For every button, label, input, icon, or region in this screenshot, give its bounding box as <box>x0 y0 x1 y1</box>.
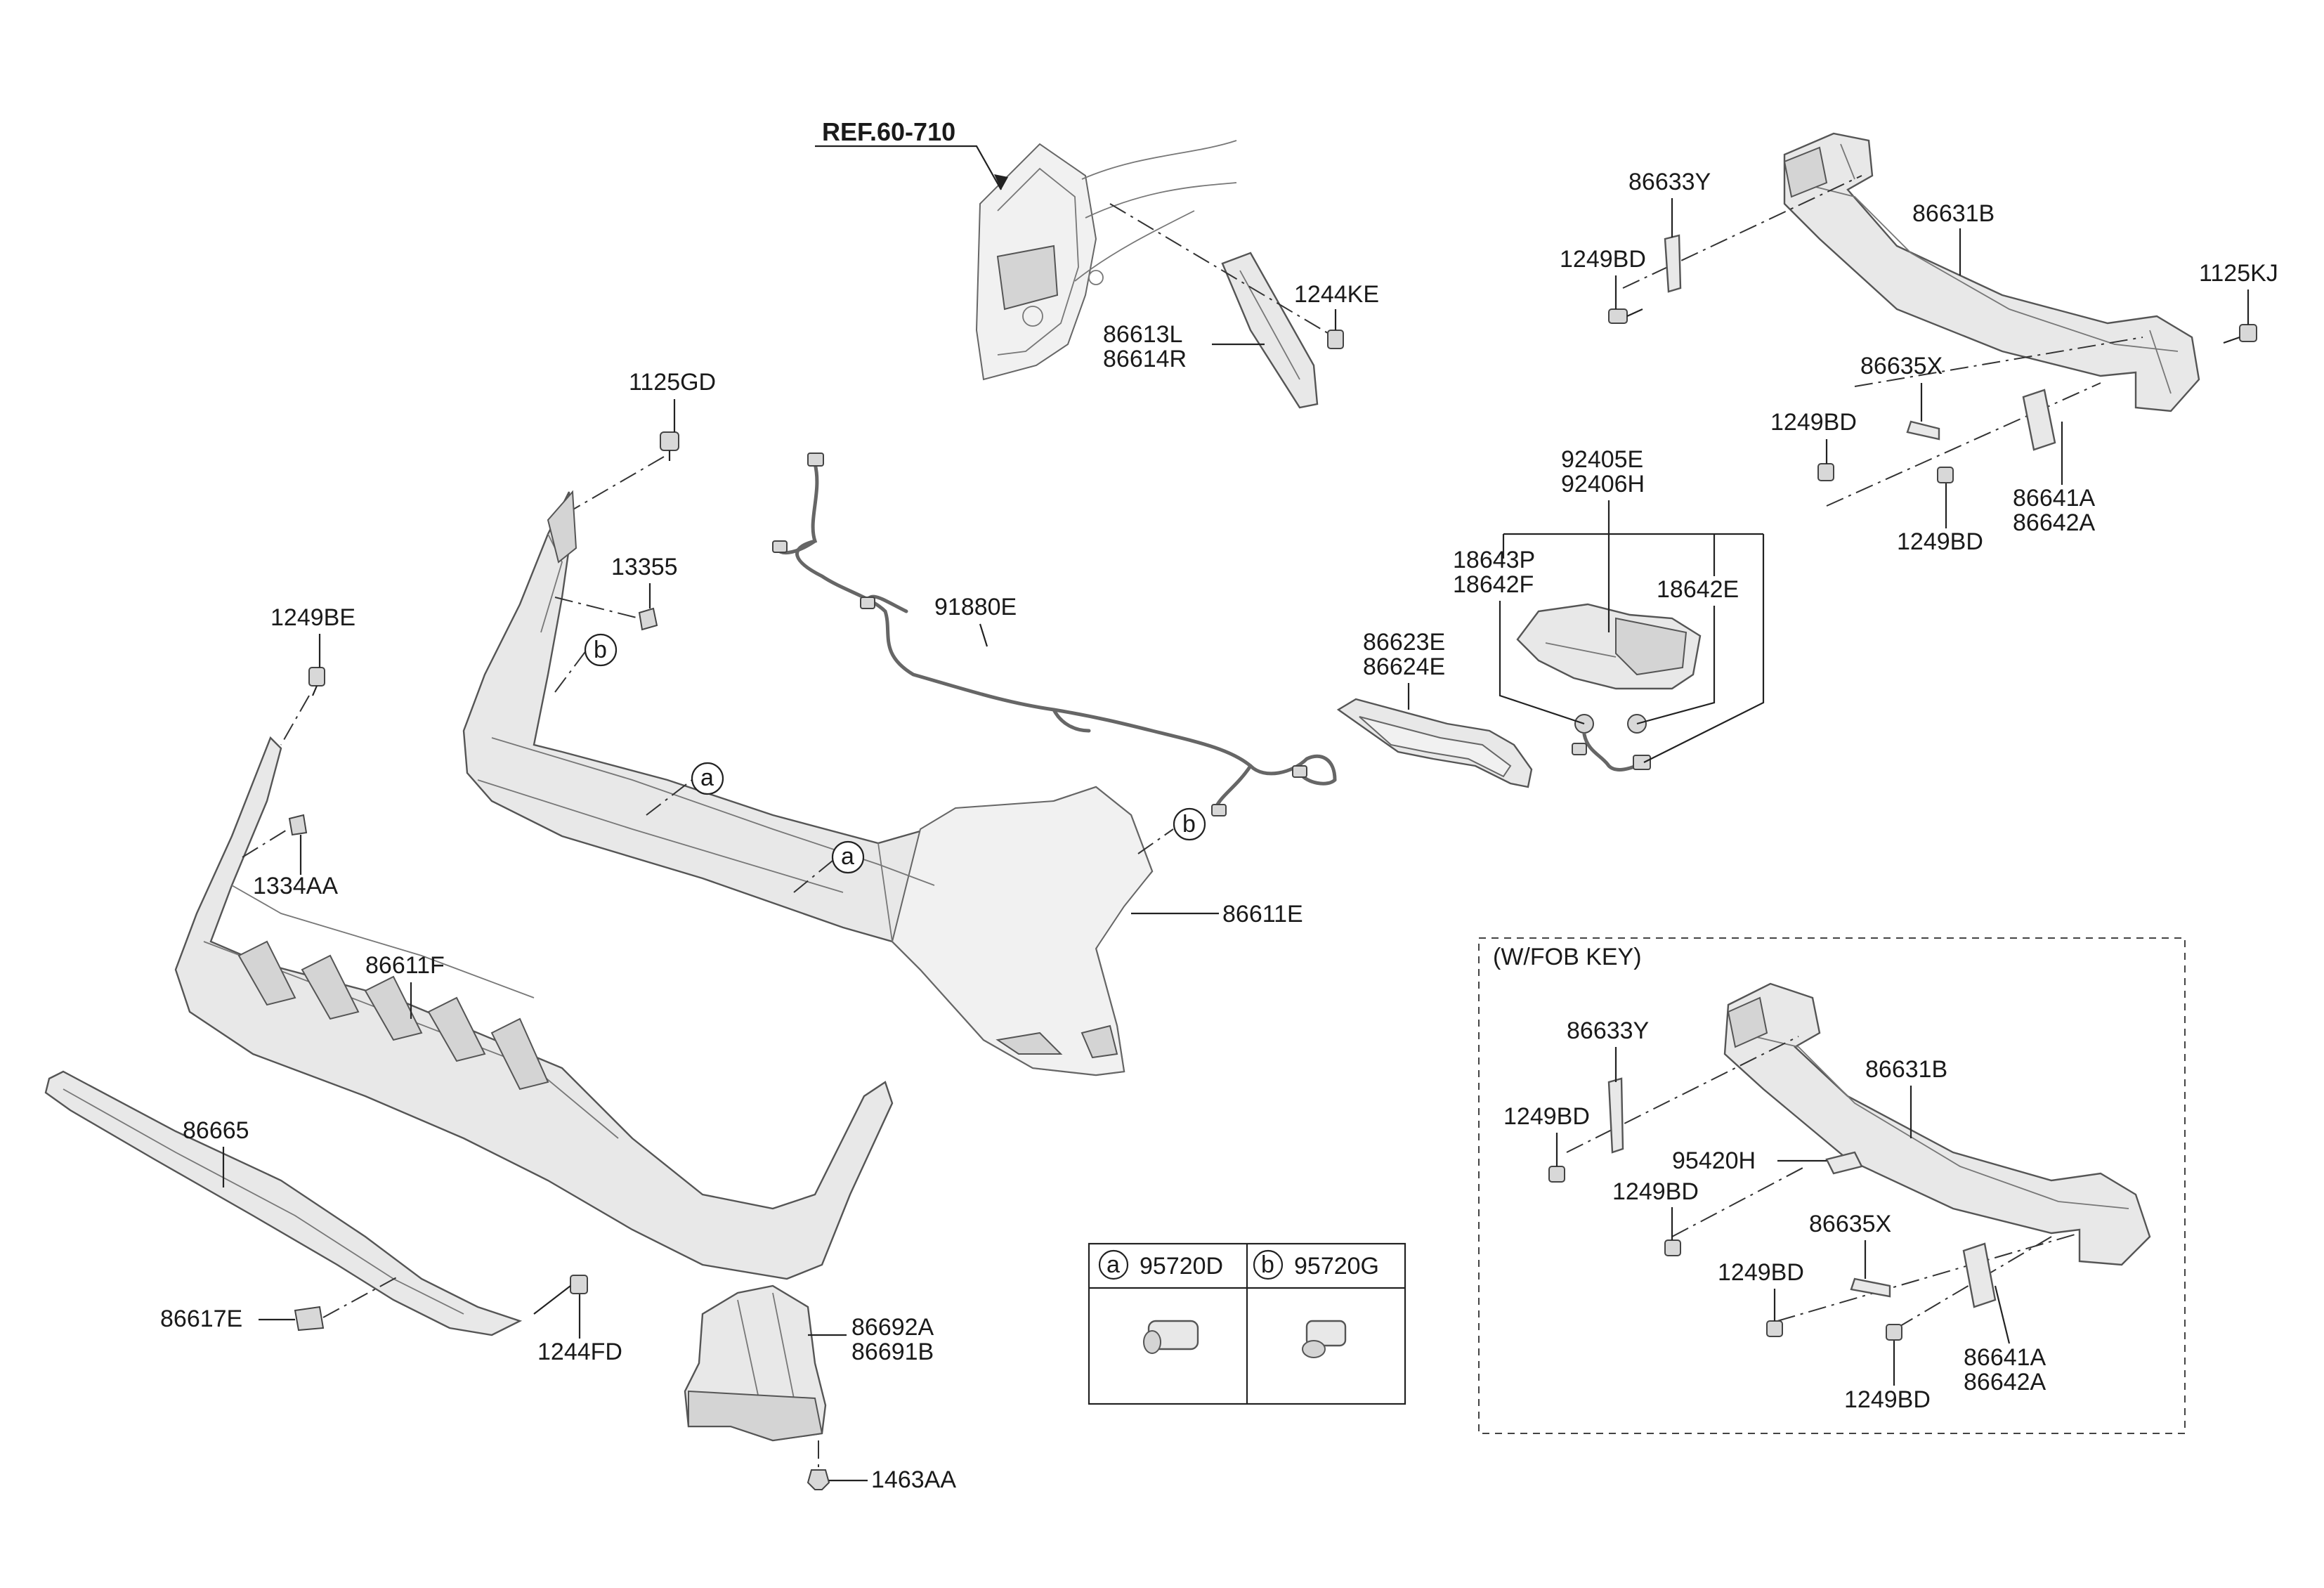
label-86631B-fob: 86631B <box>1865 1056 1947 1083</box>
bracket-86641A-top <box>2022 389 2056 451</box>
ref-body-panel <box>975 140 1237 381</box>
label-86614R: 86614R <box>1103 346 1187 372</box>
label-92405E: 92405E <box>1561 446 1643 473</box>
label-13355: 13355 <box>611 554 678 580</box>
table-callout-b <box>1253 1249 1284 1280</box>
label-1249BD-t3: 1249BD <box>1897 528 1983 555</box>
label-86665: 86665 <box>183 1117 249 1144</box>
label-1463AA: 1463AA <box>871 1466 956 1493</box>
label-86642A-top: 86642A <box>2013 509 2096 536</box>
table-callout-a <box>1098 1249 1129 1280</box>
lower-bumper-86611F <box>174 736 894 1280</box>
label-95420H: 95420H <box>1672 1147 1756 1174</box>
label-1249BE: 1249BE <box>270 604 355 631</box>
bolt-1249BD-t3-icon <box>1937 467 1954 483</box>
table-callout-b-text: b <box>1261 1251 1274 1278</box>
label-86633Y-top: 86633Y <box>1628 169 1711 195</box>
bolt-1125GD-icon <box>660 431 679 461</box>
label-18642E: 18642E <box>1657 576 1739 603</box>
reflector-86623E <box>1336 698 1533 788</box>
label-18642F: 18642F <box>1453 571 1534 598</box>
bumper-cover-86611E <box>462 490 1154 1076</box>
label-1249BD-fob1: 1249BD <box>1503 1103 1590 1130</box>
bolt-1249BD-t2-icon <box>1817 463 1834 481</box>
label-1334AA: 1334AA <box>253 873 338 899</box>
bracket-86641A-fob <box>1962 1242 1997 1308</box>
label-18643P: 18643P <box>1453 547 1535 573</box>
callout-a2 <box>831 840 865 874</box>
bolt-1249BE-icon <box>308 667 325 696</box>
label-86624E: 86624E <box>1363 653 1445 680</box>
ref-label: REF.60-710 <box>822 117 955 146</box>
clip-86617E-icon <box>294 1306 325 1332</box>
label-86692A: 86692A <box>851 1314 934 1341</box>
label-86635X-fob: 86635X <box>1809 1211 1891 1237</box>
bracket-86633Y-fob <box>1607 1077 1624 1154</box>
bolt-1249BD-f2-icon <box>1664 1239 1681 1256</box>
label-92406H: 92406H <box>1561 471 1645 497</box>
label-86613L: 86613L <box>1103 321 1182 348</box>
bolt-1249BD-t1-icon <box>1608 308 1643 324</box>
label-86641A-top: 86641A <box>2013 485 2096 512</box>
table-callout-a-text: a <box>1106 1251 1120 1278</box>
label-86611F: 86611F <box>365 952 445 979</box>
label-86635X-top: 86635X <box>1860 353 1943 379</box>
label-1249BD-fob4: 1249BD <box>1844 1386 1931 1413</box>
wiring-harness-91880E <box>772 453 1337 816</box>
label-86642A-fob: 86642A <box>1964 1369 2046 1395</box>
label-86633Y-fob: 86633Y <box>1567 1017 1649 1044</box>
clip-86635X-fob <box>1850 1277 1891 1298</box>
fob-box-title: (W/FOB KEY) <box>1493 944 1642 970</box>
bracket-86692A <box>684 1284 827 1442</box>
bumper-beam-top <box>1783 132 2200 412</box>
callout-b1 <box>584 633 618 667</box>
bolt-1249BD-f4-icon <box>1886 1324 1902 1341</box>
parking-sensor-a-icon <box>1143 1320 1199 1354</box>
bolt-1244FD-icon <box>533 1275 588 1315</box>
label-1244KE: 1244KE <box>1294 281 1379 308</box>
label-86631B-top: 86631B <box>1912 200 1995 227</box>
table-part-b: 95720G <box>1294 1253 1379 1280</box>
table-part-a: 95720D <box>1140 1253 1223 1280</box>
label-86617E: 86617E <box>160 1306 242 1332</box>
rear-lamp-92405E <box>1516 603 1702 690</box>
callout-a1-text: a <box>700 764 714 791</box>
bumper-beam-fob <box>1723 982 2151 1266</box>
callout-a1 <box>691 762 724 795</box>
skid-plate-86665 <box>44 1070 523 1336</box>
ref-arrowhead <box>994 174 1008 190</box>
label-86691B: 86691B <box>851 1339 934 1365</box>
callout-b2 <box>1173 807 1206 841</box>
callout-b1-text: b <box>594 637 607 663</box>
label-1125KJ: 1125KJ <box>2199 260 2278 287</box>
label-1249BD-fob3: 1249BD <box>1718 1259 1804 1286</box>
label-1244FD: 1244FD <box>537 1339 622 1365</box>
label-86611E: 86611E <box>1222 901 1303 928</box>
label-86623E: 86623E <box>1363 629 1445 656</box>
parking-sensor-b-icon <box>1302 1320 1347 1358</box>
clip-1334AA-icon <box>288 814 308 836</box>
bolt-1125KJ-icon <box>2223 324 2257 344</box>
bolt-1249BD-f3-icon <box>1766 1320 1783 1337</box>
callout-a2-text: a <box>841 843 854 870</box>
label-1125GD: 1125GD <box>629 369 716 396</box>
bolt-1249BD-f1-icon <box>1548 1166 1565 1183</box>
callout-b2-text: b <box>1182 811 1196 838</box>
clip-13355-icon <box>638 607 658 631</box>
label-1249BD-t1: 1249BD <box>1560 246 1646 273</box>
bolt-1244KE-icon <box>1327 309 1344 349</box>
label-1249BD-t2: 1249BD <box>1770 409 1857 436</box>
bracket-86633Y-top <box>1664 234 1682 293</box>
label-86641A-fob: 86641A <box>1964 1344 2046 1371</box>
clip-86635X-top <box>1906 420 1940 441</box>
side-bracket-86613L <box>1221 252 1319 409</box>
label-1249BD-fob2: 1249BD <box>1612 1178 1699 1205</box>
fob-key-box <box>1478 937 2186 1434</box>
sensor-95420H-icon <box>1825 1151 1863 1175</box>
ref-leader <box>815 145 1002 190</box>
sensor-table <box>1088 1242 1406 1405</box>
label-91880E: 91880E <box>934 594 1017 620</box>
nut-1463AA-icon <box>807 1440 830 1490</box>
